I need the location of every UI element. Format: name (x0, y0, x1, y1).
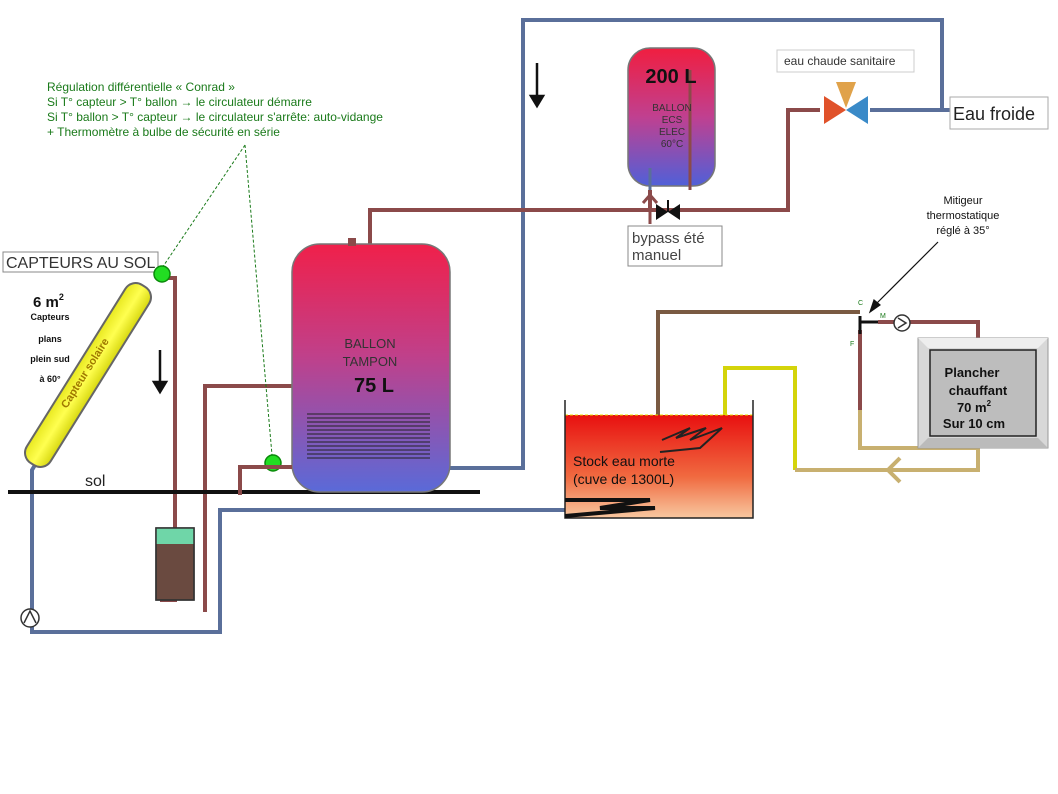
floor-return-arrow (885, 456, 902, 484)
exchanger-loop-pipe (203, 384, 292, 612)
bypass-label-1: bypass été (632, 230, 705, 247)
mitigeur-port-c: C (858, 300, 863, 307)
mitigeur-port-f: F (850, 341, 854, 348)
regulation-line-4: + Thermomètre à bulbe de sécurité en sér… (47, 125, 280, 139)
plancher-label-2: chauffant (949, 383, 1008, 398)
svg-text:à 60°: à 60° (39, 374, 61, 384)
ecs-volume: 200 L (645, 66, 696, 88)
eau-froide-label: Eau froide (953, 104, 1035, 124)
flow-down-arrow-left (151, 350, 169, 395)
regulation-line-2: Si T° capteur > T° ballon → le circulate… (47, 95, 312, 109)
stock-label-2: (cuve de 1300L) (573, 471, 674, 487)
sanitaire-label: eau chaude sanitaire (784, 54, 896, 68)
ballon-ecs: 200 L BALLON ECS ELEC 60°C (627, 47, 716, 190)
stock-label-1: Stock eau morte (573, 453, 675, 469)
capteurs-desc: Capteurs plans plein sud à 60° (30, 312, 70, 384)
mitigeur-pointer (868, 241, 939, 314)
regulation-note: Régulation différentielle « Conrad » Si … (47, 80, 383, 139)
svg-text:plans: plans (38, 334, 62, 344)
plancher-chauffant: Plancher chauffant 70 m2 Sur 10 cm (917, 337, 1049, 449)
hot-pipes (160, 108, 980, 612)
tampon-volume: 75 L (354, 375, 394, 397)
mitigeur-label-1: Mitigeur (943, 195, 982, 207)
stock-to-mitigeur-pipe (656, 310, 860, 452)
capteurs-title-box (2, 251, 159, 273)
bypass-label-2: manuel (632, 247, 681, 264)
capteurs-title: CAPTEURS AU SOL (6, 255, 155, 272)
mitigeur-port-m: M (880, 313, 886, 320)
flow-down-arrow-center (528, 63, 546, 109)
ballon-tampon: BALLON TAMPON 75 L (291, 238, 451, 493)
stock-yellow-loop (723, 366, 797, 470)
regulation-leader-lines (161, 144, 273, 456)
svg-text:plein sud: plein sud (30, 354, 70, 364)
plancher-area: 70 m2 (957, 399, 992, 415)
regulation-line-1: Régulation différentielle « Conrad » (47, 80, 235, 94)
bypass-arrow (641, 192, 659, 224)
mitigeur-labels: Mitigeur thermostatique réglé à 35° (927, 195, 1000, 237)
tank-hot-outlet-pipe (368, 108, 820, 244)
capteurs-area: 6 m2 (33, 292, 64, 311)
mitigeur-label-3: réglé à 35° (936, 225, 989, 237)
stock-hot-coil (659, 427, 723, 453)
bypass-valve-icon (656, 200, 680, 220)
stock-bottom-coil (564, 498, 656, 518)
bypass-label-box (627, 225, 723, 267)
circulator-pump-icon (20, 608, 40, 628)
ecs-label-2: ECS (662, 115, 683, 126)
regulation-line-3: Si T° ballon > T° capteur → le circulate… (47, 110, 383, 124)
plancher-label-1: Plancher (945, 365, 1000, 380)
ground-label: sol (85, 473, 105, 490)
svg-text:Capteurs: Capteurs (30, 312, 69, 322)
tampon-label-2: TAMPON (343, 354, 398, 369)
floor-pump-icon (893, 314, 911, 332)
tank-support-pipe (238, 465, 292, 495)
ecs-label-4: 60°C (661, 139, 683, 150)
drainback-vessel (155, 527, 195, 601)
stock-eau-morte-tank: Stock eau morte (cuve de 1300L) (564, 400, 754, 519)
three-way-valve-icon (824, 82, 868, 124)
tampon-exchanger-coil (307, 413, 430, 459)
collector-sensor-dot (153, 265, 171, 283)
eau-froide-box (949, 96, 1049, 130)
mitigeur-label-2: thermostatique (927, 210, 1000, 222)
tampon-label-1: BALLON (344, 336, 395, 351)
plancher-thickness: Sur 10 cm (943, 416, 1005, 431)
ecs-label-3: ELEC (659, 127, 685, 138)
sanitaire-label-box (776, 49, 915, 73)
ecs-label-1: BALLON (652, 103, 691, 114)
mitigeur-valve-icon (858, 316, 878, 334)
